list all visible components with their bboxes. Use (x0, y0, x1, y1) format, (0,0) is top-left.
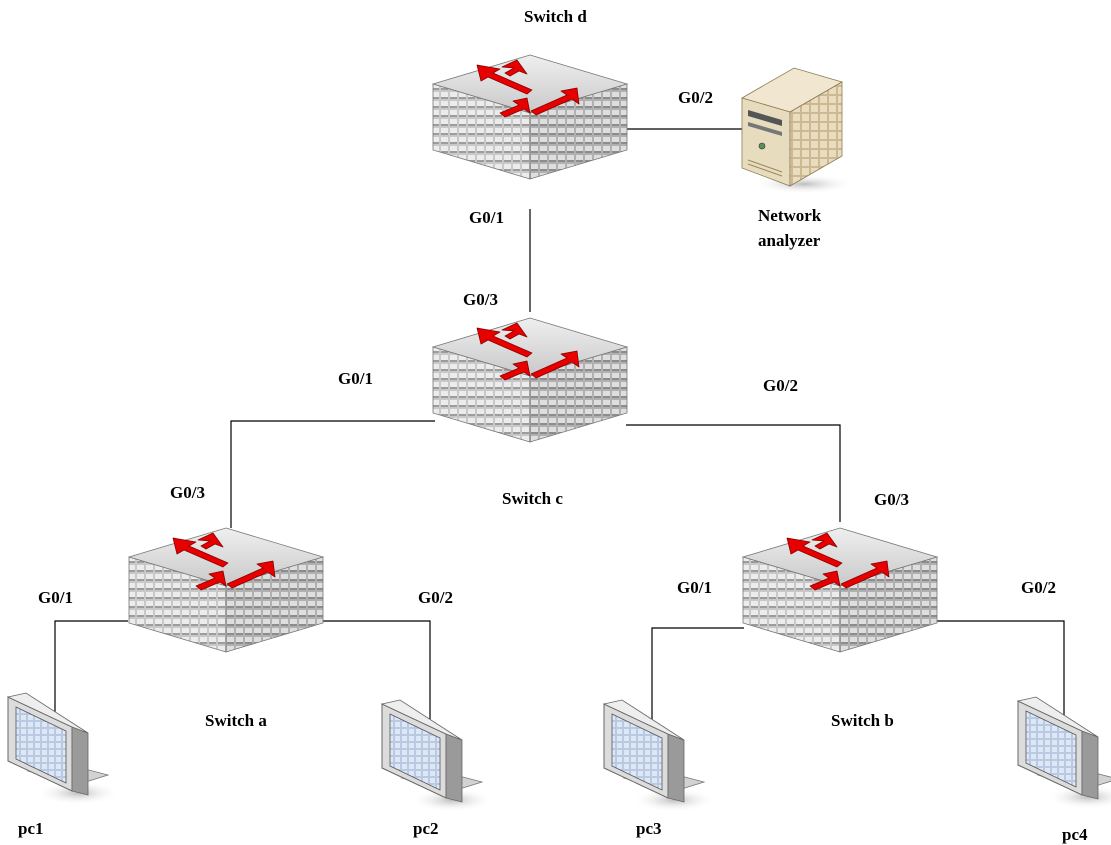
connections (54, 128, 1065, 744)
link-b-pc3 (651, 627, 744, 740)
link-c-b (626, 424, 841, 522)
server-tower-icon[interactable] (740, 67, 856, 194)
switch-a-label: Switch a (205, 711, 267, 730)
port-label-b-g02: G0/2 (1021, 578, 1056, 597)
server-label-line2: analyzer (758, 231, 821, 250)
port-label-d-g01: G0/1 (469, 208, 504, 227)
pc3-monitor-icon[interactable] (603, 699, 717, 813)
switch-b-icon[interactable] (742, 527, 938, 653)
switch-d-label: Switch d (524, 7, 587, 26)
switch-b-label: Switch b (831, 711, 894, 730)
switch-a-icon[interactable] (128, 527, 324, 653)
pc3-label: pc3 (636, 819, 662, 838)
port-label-a-g02: G0/2 (418, 588, 453, 607)
pc4-label: pc4 (1062, 825, 1088, 844)
link-a-pc1 (54, 620, 128, 730)
port-label-c-g02: G0/2 (763, 376, 798, 395)
switch-c-icon[interactable] (432, 317, 628, 443)
pc2-monitor-icon[interactable] (381, 699, 495, 813)
switch-c-label: Switch c (502, 489, 563, 508)
port-label-d-g02: G0/2 (678, 88, 713, 107)
port-label-a-g03: G0/3 (170, 483, 205, 502)
pc1-monitor-icon[interactable] (7, 692, 121, 806)
pc1-label: pc1 (18, 819, 44, 838)
switch-d-icon[interactable] (432, 54, 628, 180)
port-label-b-g01: G0/1 (677, 578, 712, 597)
port-label-c-g01: G0/1 (338, 369, 373, 388)
port-label-a-g01: G0/1 (38, 588, 73, 607)
link-b-pc4 (936, 620, 1065, 744)
server-label-line1: Network (758, 206, 822, 225)
link-c-a (230, 420, 435, 528)
link-a-pc2 (320, 620, 431, 738)
port-label-c-g03: G0/3 (463, 290, 498, 309)
port-label-b-g03: G0/3 (874, 490, 909, 509)
pc2-label: pc2 (413, 819, 439, 838)
